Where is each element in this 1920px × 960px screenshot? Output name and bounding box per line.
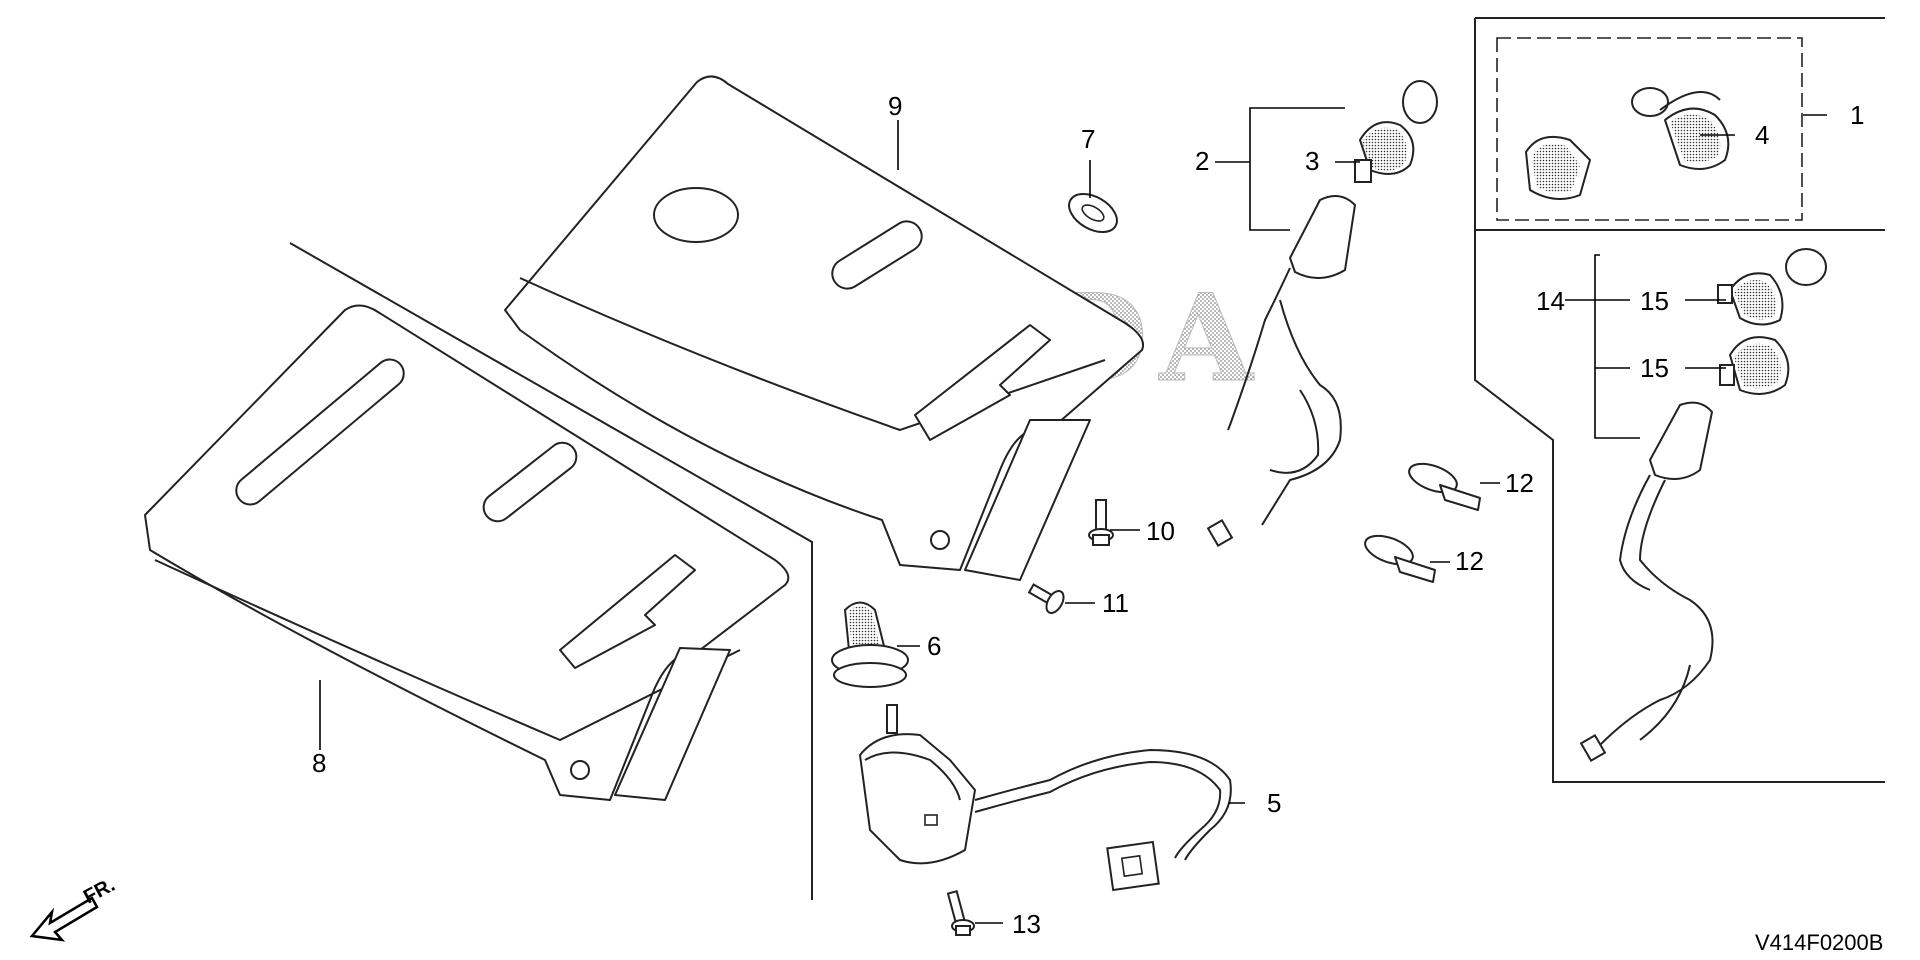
callout-8: 8 xyxy=(312,748,326,778)
bolt-part-11[interactable] xyxy=(1027,583,1067,616)
callout-2: 2 xyxy=(1195,146,1209,176)
diagram-code: V414F0200B xyxy=(1755,930,1883,955)
callout-12-bottom: 12 xyxy=(1455,546,1484,576)
callout-15-bottom: 15 xyxy=(1640,353,1669,383)
socket-assembly-part-14[interactable] xyxy=(1579,248,1827,763)
bolt-part-10[interactable] xyxy=(1088,499,1114,546)
cable-tie-part-12-a[interactable] xyxy=(1405,458,1481,511)
switch-part-5[interactable] xyxy=(859,704,1232,892)
switch-boot-part-6[interactable] xyxy=(831,601,909,688)
callout-11: 11 xyxy=(1102,588,1129,618)
callout-labels: 9 7 2 3 1 4 14 15 15 12 12 10 11 6 5 8 1… xyxy=(312,91,1864,939)
callout-4: 4 xyxy=(1755,120,1769,150)
front-direction-arrow: FR. xyxy=(29,874,119,942)
callout-6: 6 xyxy=(927,631,941,661)
callout-1: 1 xyxy=(1850,100,1864,130)
grommet-part-7[interactable] xyxy=(1062,186,1123,240)
callout-5: 5 xyxy=(1267,788,1281,818)
cover-part-8[interactable] xyxy=(144,304,790,801)
callout-3: 3 xyxy=(1305,146,1319,176)
leader-lines xyxy=(319,107,1827,924)
frame-lines xyxy=(289,17,1885,900)
callout-9: 9 xyxy=(888,91,902,121)
callout-13: 13 xyxy=(1012,909,1041,939)
socket-assembly-part-2[interactable] xyxy=(1206,80,1438,548)
callout-12-top: 12 xyxy=(1505,468,1534,498)
callout-10: 10 xyxy=(1146,516,1175,546)
bolt-part-13[interactable] xyxy=(946,890,975,936)
switch-set-part-1[interactable] xyxy=(1525,87,1730,200)
cable-tie-part-12-b[interactable] xyxy=(1361,530,1436,583)
callout-7: 7 xyxy=(1081,124,1095,154)
callout-14: 14 xyxy=(1536,286,1565,316)
cover-part-9[interactable] xyxy=(504,75,1144,581)
callout-15-top: 15 xyxy=(1640,286,1669,316)
